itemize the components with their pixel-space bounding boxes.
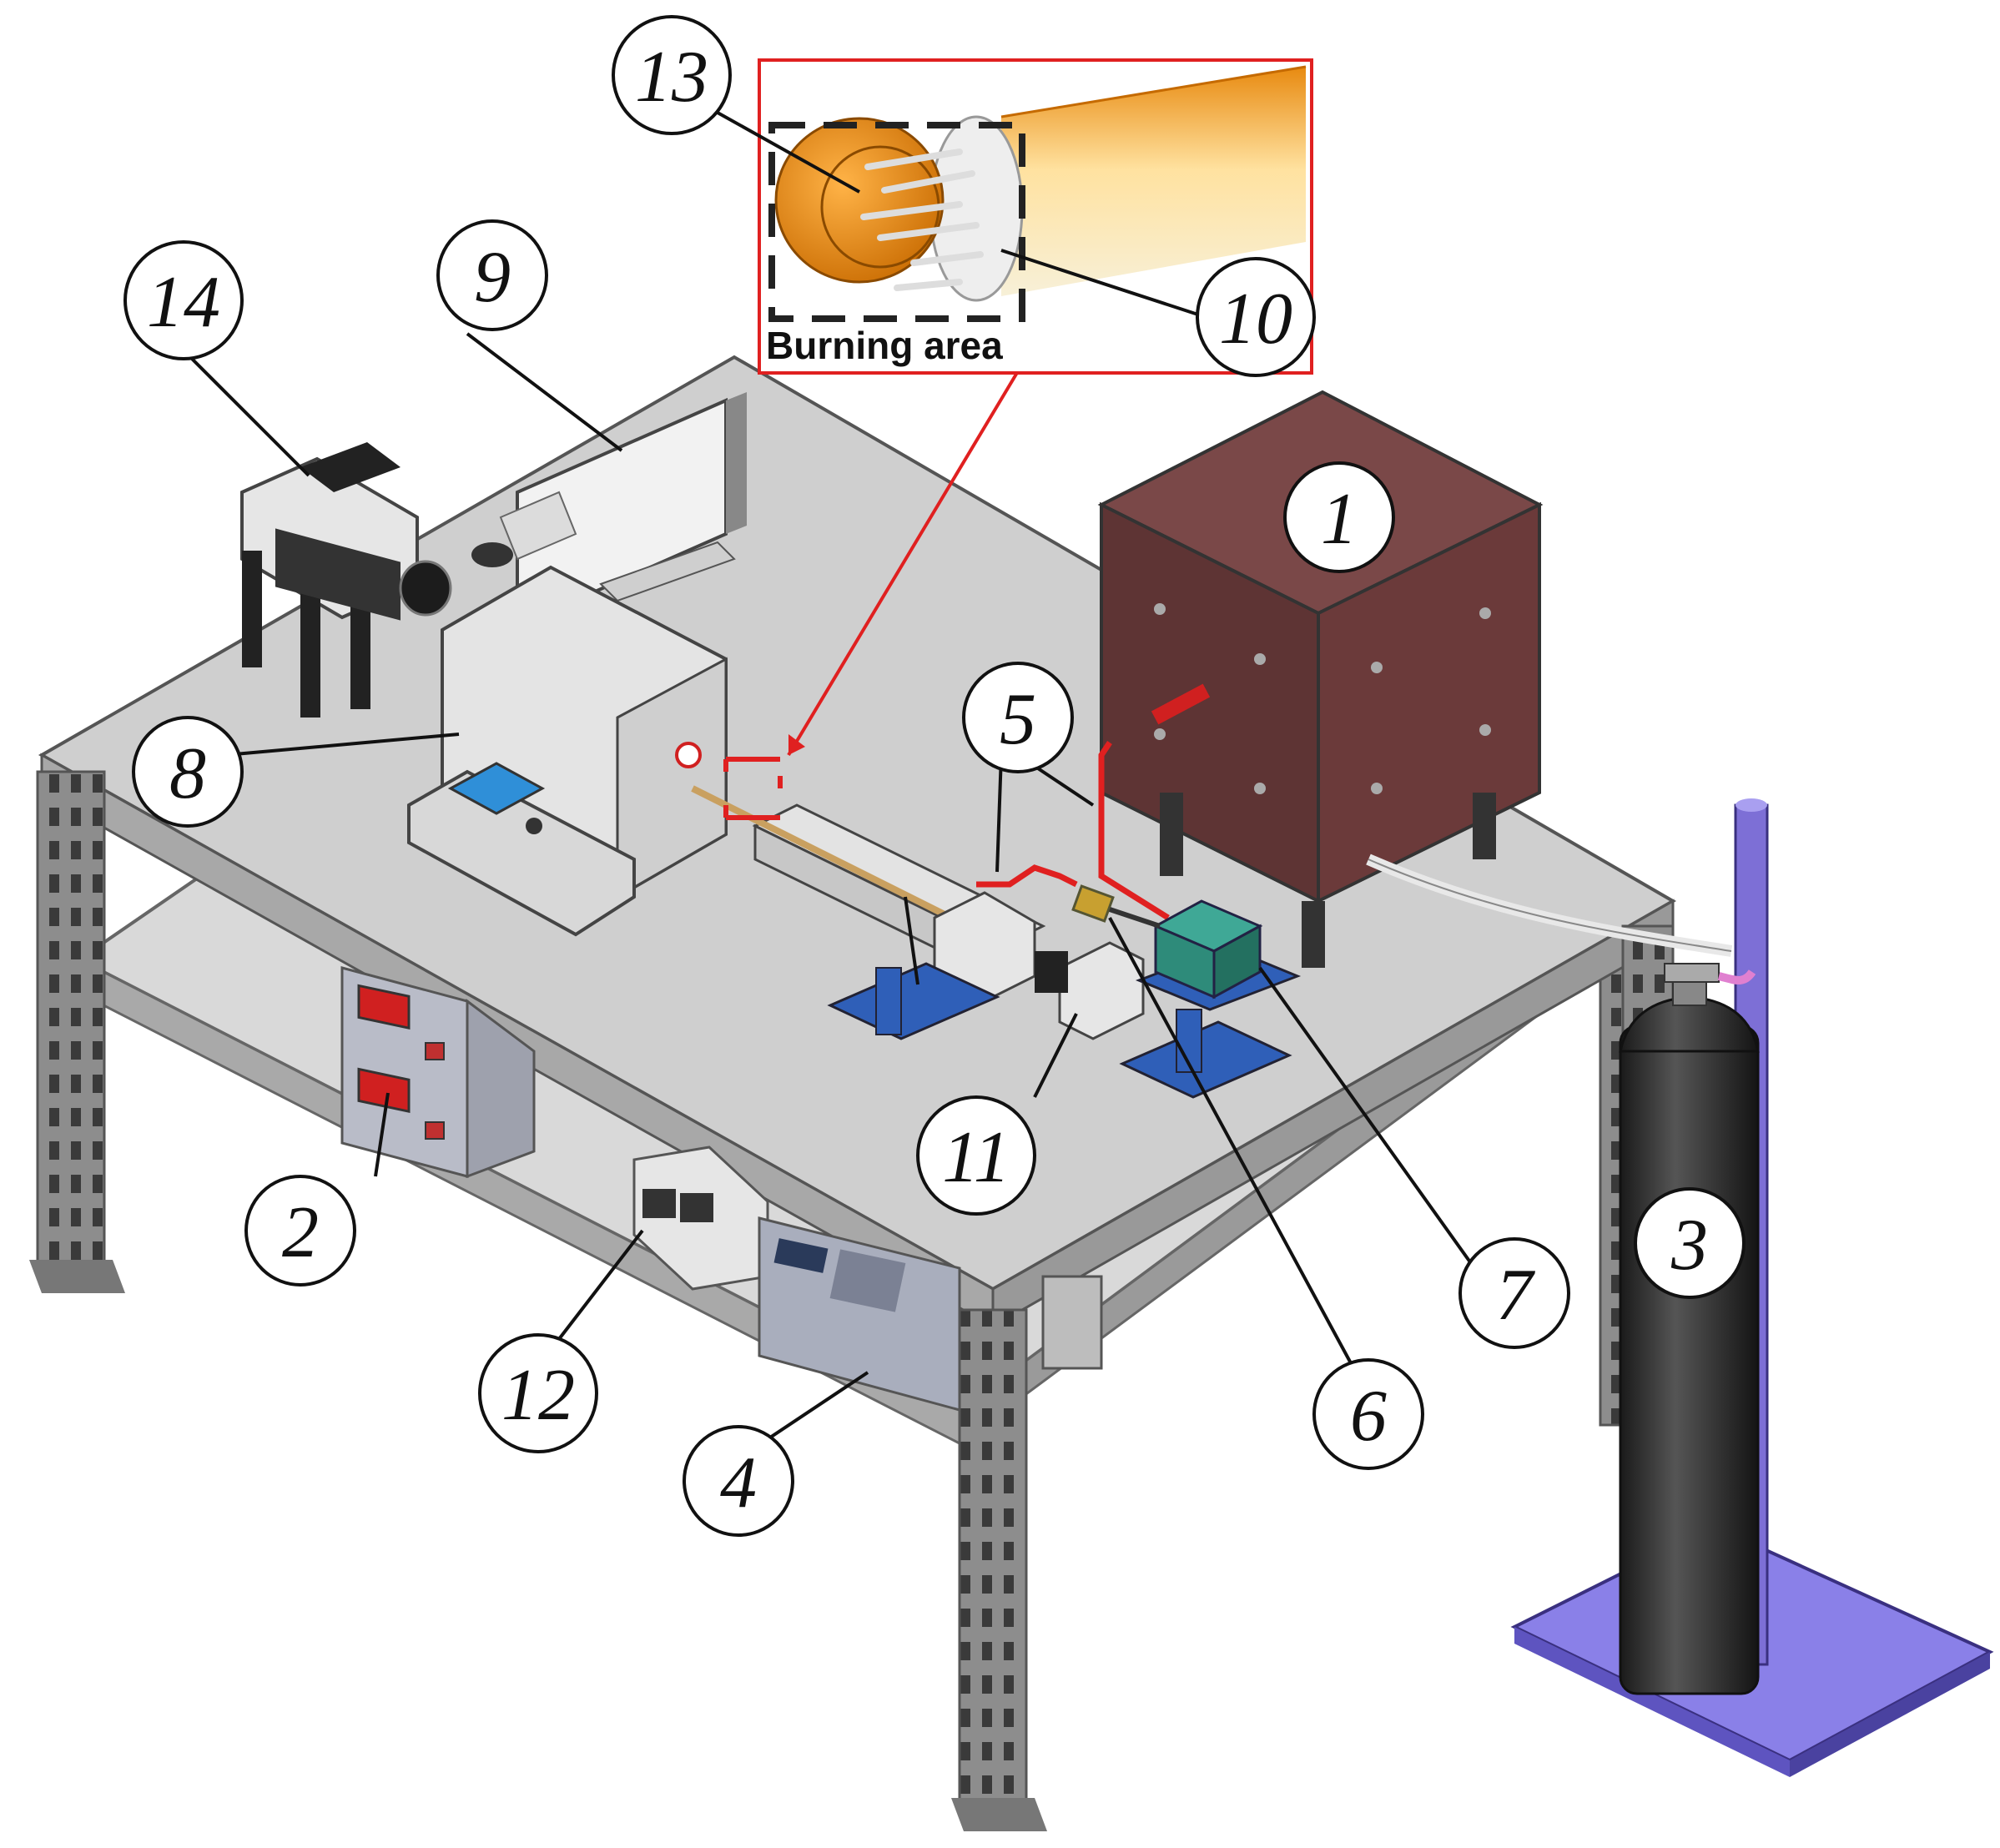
svg-text:5: 5	[1000, 679, 1036, 760]
camera-lens	[399, 560, 452, 617]
inset-caption: Burning area	[766, 324, 1003, 367]
burner-cap	[774, 117, 945, 284]
callout-4: 4	[683, 1425, 794, 1537]
callout-7: 7	[1458, 1237, 1570, 1349]
callout-5: 5	[962, 662, 1074, 773]
svg-text:10: 10	[1219, 279, 1292, 360]
svg-text:6: 6	[1350, 1376, 1387, 1457]
burning-area-inset: Burning area	[758, 58, 1313, 375]
inset-pointer-line	[787, 370, 1020, 757]
callout-6: 6	[1312, 1358, 1424, 1470]
svg-text:7: 7	[1496, 1255, 1536, 1336]
callout-1: 1	[1283, 461, 1395, 573]
wall-panel	[1041, 1275, 1103, 1370]
svg-text:14: 14	[147, 262, 220, 343]
svg-text:4: 4	[720, 1443, 757, 1523]
heater-screen	[447, 762, 546, 815]
mouse	[471, 542, 513, 567]
connector-fitting	[1071, 884, 1161, 929]
svg-text:1: 1	[1321, 479, 1358, 560]
analyzer-unit	[758, 1216, 961, 1412]
callout-2: 2	[244, 1175, 356, 1287]
inset-pointer-arrowhead	[788, 734, 805, 755]
sample-rail	[691, 785, 1145, 1040]
red-tubing	[976, 741, 1170, 920]
callout-13: 13	[612, 15, 732, 135]
sensor-box	[1152, 899, 1263, 1000]
callout-11: 11	[916, 1095, 1036, 1216]
svg-text:3: 3	[1670, 1205, 1708, 1286]
callout-14: 14	[123, 240, 244, 360]
leg-foot-center	[951, 1798, 1047, 1831]
svg-text:12: 12	[501, 1355, 575, 1436]
furnace	[1097, 390, 1544, 968]
callout-3: 3	[1634, 1187, 1746, 1299]
callout-9: 9	[436, 219, 548, 331]
camera-assembly	[240, 442, 452, 718]
table-leg-front-left	[36, 770, 106, 1274]
sample-rod	[691, 785, 970, 929]
svg-text:2: 2	[282, 1192, 319, 1273]
controller-display-1	[357, 984, 411, 1030]
svg-text:13: 13	[635, 37, 708, 118]
callout-8: 8	[132, 716, 244, 828]
controller-display-2	[357, 1067, 411, 1113]
svg-text:8: 8	[169, 733, 206, 814]
table-leg-front-center	[958, 1308, 1028, 1812]
gas-cylinder	[1510, 798, 1994, 1777]
computer-monitor	[471, 392, 747, 629]
heater-housing	[407, 565, 728, 937]
svg-text:9: 9	[474, 237, 511, 318]
temperature-controller	[340, 966, 536, 1179]
cylinder-body	[1619, 1025, 1760, 1695]
leg-foot-left	[29, 1260, 125, 1293]
callout-12: 12	[478, 1333, 598, 1453]
burning-area-box	[768, 122, 1025, 322]
burning-area-marker	[723, 757, 783, 820]
leader-lines	[190, 111, 1491, 1458]
callout-10: 10	[1196, 257, 1316, 377]
probe-pins	[860, 149, 984, 291]
tube-body	[1001, 67, 1306, 296]
svg-text:11: 11	[942, 1117, 1010, 1198]
